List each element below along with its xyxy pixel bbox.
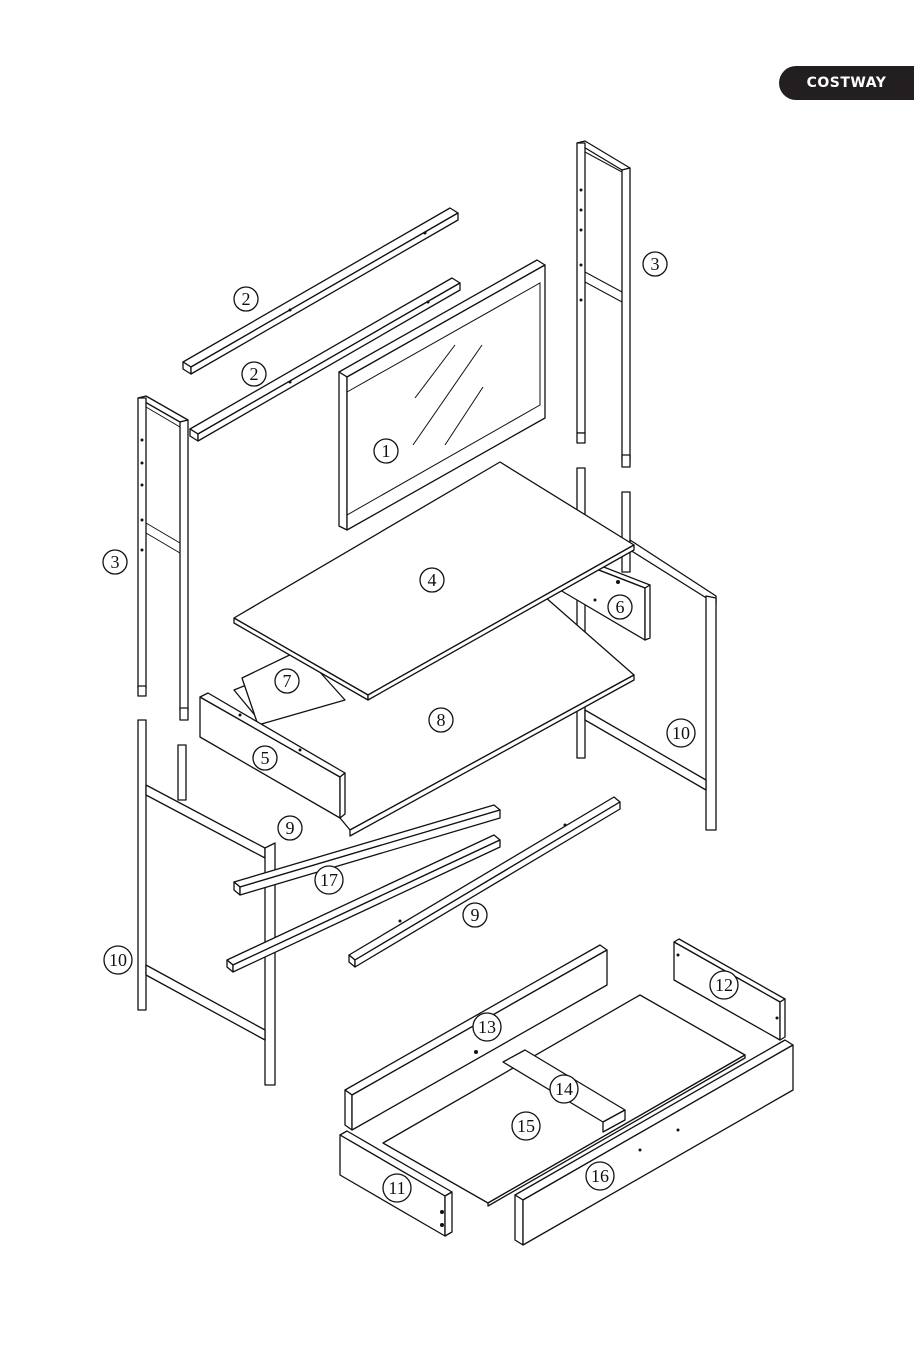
callout-part-3-right: 3 (643, 252, 667, 276)
callout-part-1: 1 (374, 439, 398, 463)
callout-label: 4 (428, 570, 437, 590)
part-10-left-base-frame (138, 720, 275, 1085)
callout-label: 1 (382, 441, 391, 461)
callout-label: 8 (437, 710, 446, 730)
callout-part-9-front: 9 (463, 903, 487, 927)
callout-part-10-left: 10 (104, 946, 132, 974)
callout-part-7: 7 (275, 669, 299, 693)
callout-part-2-top: 2 (234, 287, 258, 311)
callout-label: 2 (250, 364, 259, 384)
callout-part-11: 11 (383, 1174, 411, 1202)
callout-label: 6 (616, 597, 625, 617)
callout-label: 13 (478, 1017, 496, 1037)
callout-label: 10 (109, 950, 127, 970)
callout-label: 9 (286, 818, 295, 838)
callout-label: 2 (242, 289, 251, 309)
callout-part-3-left: 3 (103, 550, 127, 574)
part-3-left-leg-frame (138, 396, 188, 720)
callout-label: 7 (283, 671, 292, 691)
callout-part-17: 17 (315, 866, 343, 894)
callout-part-10-right: 10 (667, 719, 695, 747)
callout-label: 17 (320, 870, 338, 890)
callout-part-5: 5 (253, 746, 277, 770)
part-3-right-leg-frame (577, 141, 630, 467)
callout-label: 10 (672, 723, 690, 743)
callout-label: 9 (471, 905, 480, 925)
callout-part-8: 8 (429, 708, 453, 732)
callout-label: 14 (555, 1079, 573, 1099)
callout-part-9-upper: 9 (278, 816, 302, 840)
callout-part-2-lower: 2 (242, 362, 266, 386)
callout-part-12: 12 (710, 971, 738, 999)
callout-label: 3 (651, 254, 660, 274)
callout-label: 15 (517, 1116, 535, 1136)
callout-part-4: 4 (420, 568, 444, 592)
callout-label: 16 (591, 1166, 609, 1186)
callout-label: 11 (388, 1178, 405, 1198)
callout-part-16: 16 (586, 1162, 614, 1190)
callout-part-14: 14 (550, 1075, 578, 1103)
callout-part-13: 13 (473, 1013, 501, 1041)
callout-part-6: 6 (608, 595, 632, 619)
callout-part-15: 15 (512, 1112, 540, 1140)
callout-label: 5 (261, 748, 270, 768)
callout-label: 12 (715, 975, 733, 995)
callout-label: 3 (111, 552, 120, 572)
